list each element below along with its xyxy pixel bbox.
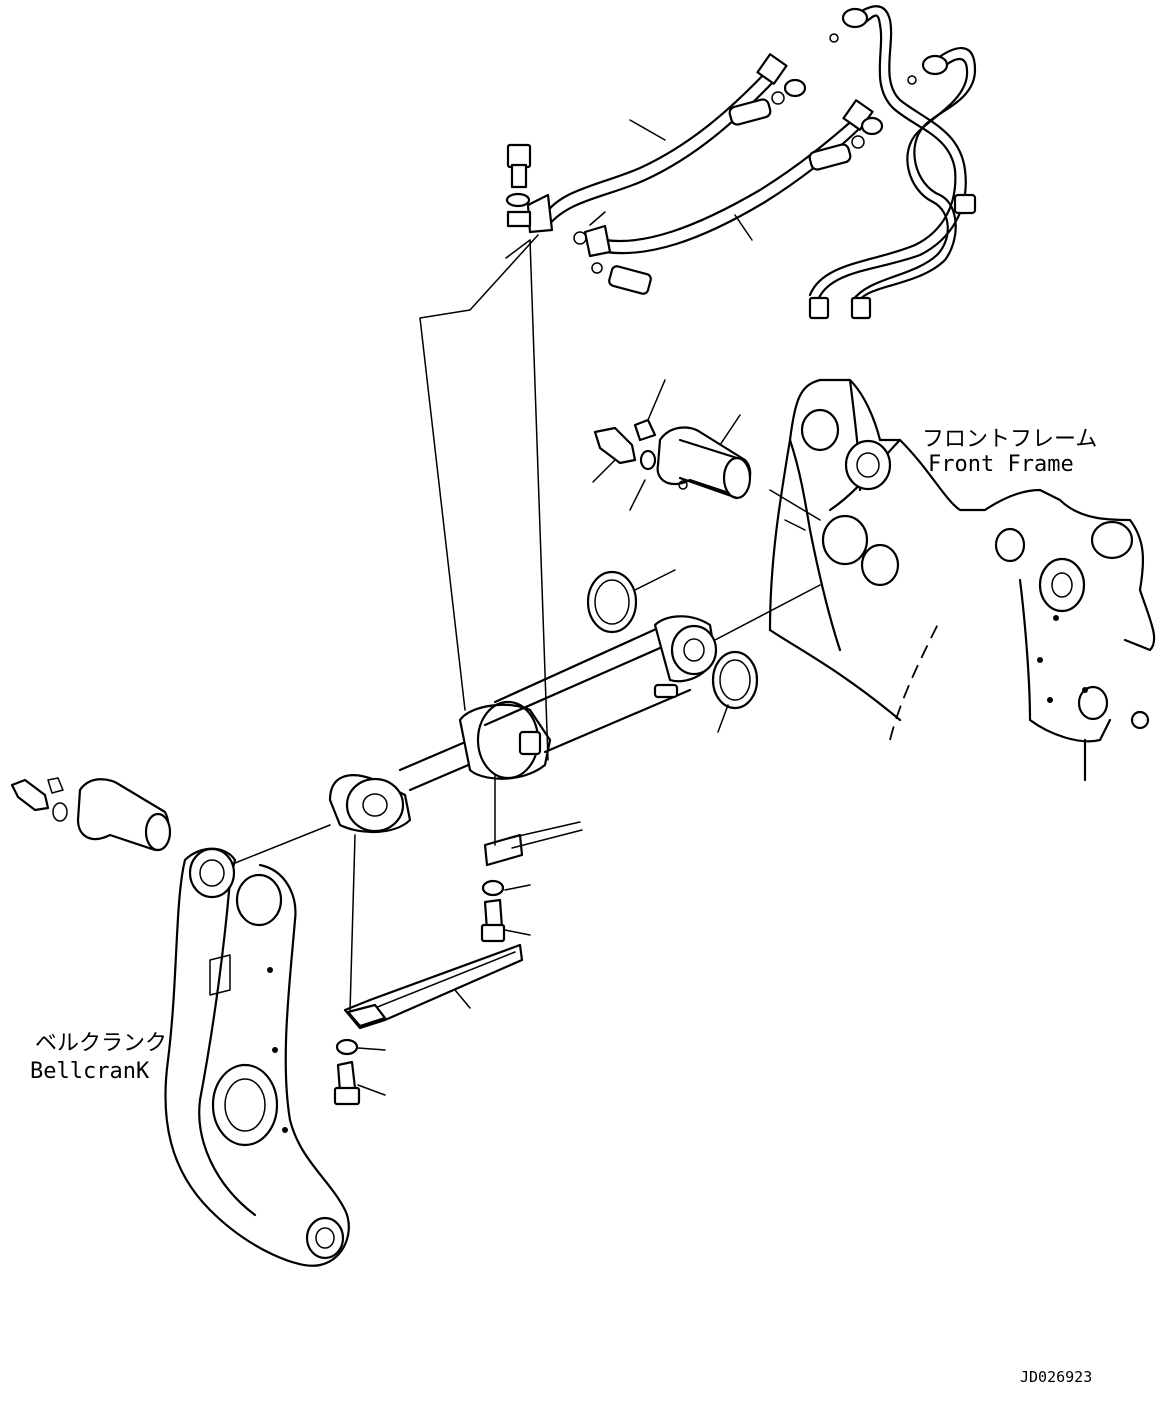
- drawing-code: JD026923: [1020, 1368, 1092, 1386]
- stay-bracket: [333, 234, 583, 1106]
- bellcrank-label-jp: ベルクランク: [35, 1031, 167, 1056]
- bellcrank: [10, 777, 350, 1267]
- hydraulic-hoses: [505, 5, 977, 320]
- front-frame-label-jp: フロントフレーム: [922, 427, 1097, 452]
- hydraulic-cylinder: [229, 584, 821, 866]
- frame-pin-assembly: [586, 379, 759, 733]
- callout-labels: フロントフレーム Front Frame ベルクランク BellcranK JD…: [30, 427, 1097, 1386]
- bellcrank-label-en: BellcranK: [30, 1059, 150, 1084]
- front-frame-label-en: Front Frame: [928, 452, 1074, 477]
- front-frame: [768, 378, 1156, 782]
